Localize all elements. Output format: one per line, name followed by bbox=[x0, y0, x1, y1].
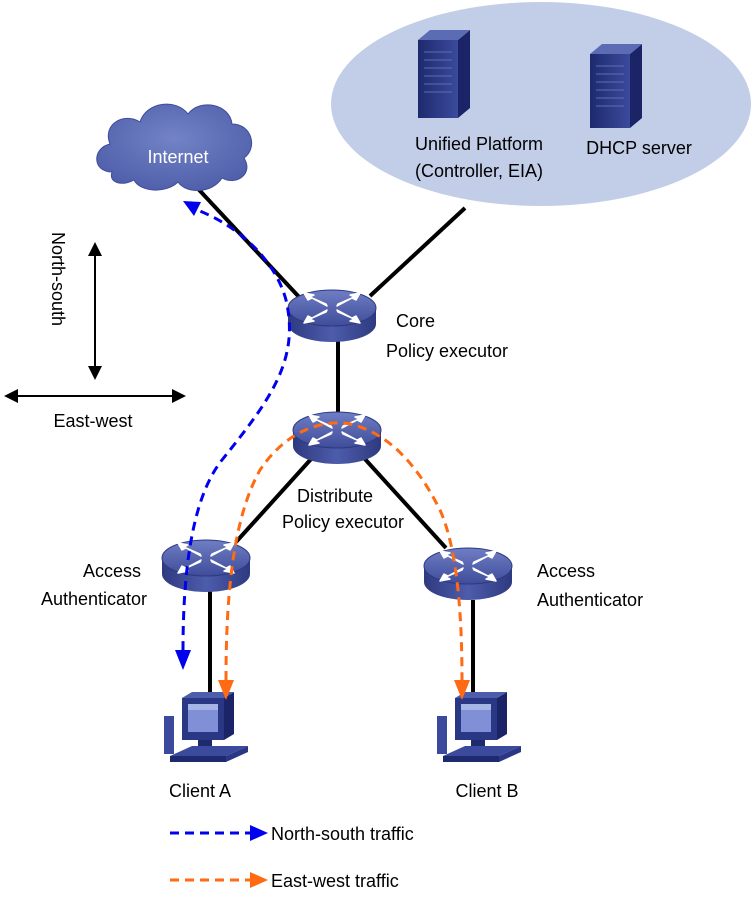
access-left-role-label: Authenticator bbox=[41, 589, 147, 609]
distribute-role-label: Policy executor bbox=[282, 512, 404, 532]
core-switch-icon bbox=[287, 289, 377, 343]
client-a-computer-icon bbox=[164, 692, 248, 762]
access-right-role-label: Authenticator bbox=[537, 590, 643, 610]
east-west-arrowhead-left-icon bbox=[218, 680, 234, 700]
east-west-traffic-path bbox=[224, 421, 464, 681]
distribute-switch-icon bbox=[292, 411, 382, 465]
unified-platform-label: Unified Platform bbox=[415, 134, 543, 154]
internet-cloud-icon: Internet bbox=[96, 103, 253, 191]
access-left-label: Access bbox=[83, 561, 141, 581]
dhcp-server-icon bbox=[590, 44, 642, 128]
access-left-switch-icon bbox=[161, 539, 251, 593]
legend-north-south-arrow-icon bbox=[250, 825, 268, 841]
east-west-axis-icon bbox=[4, 389, 186, 403]
core-role-label: Policy executor bbox=[386, 341, 508, 361]
access-right-switch-icon bbox=[423, 547, 513, 601]
link-servers-core bbox=[368, 206, 467, 298]
east-west-arrowhead-right-icon bbox=[454, 680, 470, 700]
client-b-label: Client B bbox=[455, 781, 518, 801]
north-south-arrowhead-top-icon bbox=[183, 201, 201, 216]
legend-north-south-label: North-south traffic bbox=[271, 824, 414, 844]
unified-platform-sublabel: (Controller, EIA) bbox=[415, 161, 543, 181]
client-a-label: Client A bbox=[169, 781, 231, 801]
east-west-axis-label: East-west bbox=[53, 411, 132, 431]
north-south-axis-icon bbox=[88, 242, 102, 380]
dhcp-server-label: DHCP server bbox=[586, 138, 692, 158]
unified-platform-server-icon bbox=[418, 30, 470, 118]
north-south-arrowhead-bottom-icon bbox=[175, 650, 191, 670]
north-south-traffic-path bbox=[181, 206, 291, 651]
access-right-label: Access bbox=[537, 561, 595, 581]
legend-east-west-arrow-icon bbox=[250, 872, 268, 888]
client-b-computer-icon bbox=[437, 692, 521, 762]
link-distribute-access-right bbox=[362, 456, 448, 550]
legend: North-south traffic East-west traffic bbox=[170, 824, 414, 891]
core-label: Core bbox=[396, 311, 435, 331]
internet-label: Internet bbox=[147, 147, 208, 167]
north-south-axis-label: North-south bbox=[48, 232, 68, 326]
distribute-label: Distribute bbox=[297, 486, 373, 506]
link-distribute-access-left bbox=[234, 456, 314, 544]
legend-east-west-label: East-west traffic bbox=[271, 871, 399, 891]
